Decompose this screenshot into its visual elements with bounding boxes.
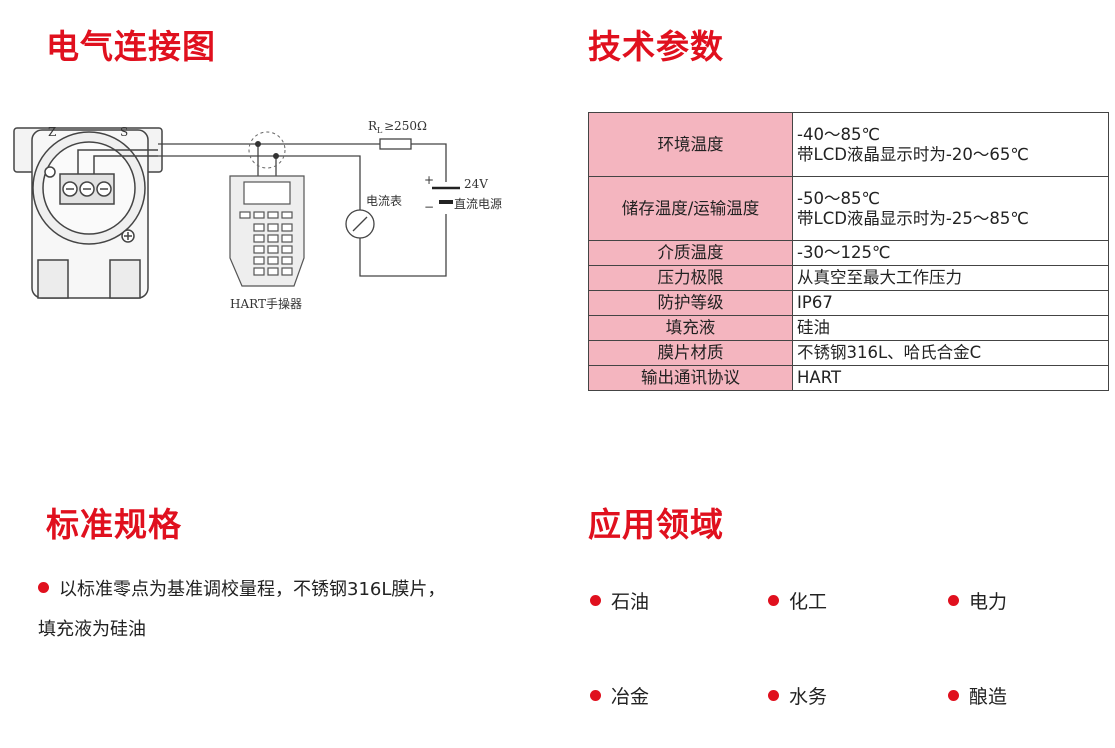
spec-value-line: -50～85℃ xyxy=(797,188,880,208)
ammeter-needle xyxy=(352,216,368,232)
application-item: 化工 xyxy=(768,590,827,614)
spec-key: 输出通讯协议 xyxy=(588,365,793,391)
spec-key: 环境温度 xyxy=(588,112,793,177)
table-row: 膜片材质 不锈钢316L、哈氏合金C xyxy=(588,340,1109,366)
application-label: 酿造 xyxy=(969,686,1008,708)
standard-text-line1: 以标准零点为基准调校量程，不锈钢316L膜片， xyxy=(59,579,446,600)
table-row: 输出通讯协议 HART xyxy=(588,365,1109,391)
bullet-dot xyxy=(590,595,601,606)
wiring-diagram: Z S R L ≥250Ω 电流表 + − 24V 直流电源 H xyxy=(13,119,502,311)
spec-value: 硅油 xyxy=(792,315,1109,341)
spec-value-line: -40～85℃ xyxy=(797,124,880,144)
application-label: 电力 xyxy=(969,591,1008,613)
resistor-label-value: ≥250Ω xyxy=(384,119,427,133)
terminal-s-label: S xyxy=(120,125,128,139)
spec-value: HART xyxy=(792,365,1109,391)
standard-title: 标准规格 xyxy=(46,505,182,544)
standard-description: 以标准零点为基准调校量程，不锈钢316L膜片， 填充液为硅油 xyxy=(38,570,528,650)
applications-title: 应用领域 xyxy=(588,505,724,544)
table-row: 压力极限 从真空至最大工作压力 xyxy=(588,265,1109,291)
battery-minus: − xyxy=(424,200,434,214)
ammeter-label: 电流表 xyxy=(366,194,402,208)
application-label: 化工 xyxy=(789,591,828,613)
spec-key: 防护等级 xyxy=(588,290,793,316)
spec-key: 储存温度/运输温度 xyxy=(588,176,793,241)
hart-handheld-icon xyxy=(229,175,305,287)
spec-key: 压力极限 xyxy=(588,265,793,291)
application-label: 冶金 xyxy=(611,686,650,708)
resistor-symbol xyxy=(379,138,412,150)
spec-value: 从真空至最大工作压力 xyxy=(792,265,1109,291)
handheld-label: HART手操器 xyxy=(230,296,302,311)
application-item: 酿造 xyxy=(948,685,1007,709)
junction-dot xyxy=(273,153,279,159)
bullet-dot xyxy=(948,595,959,606)
spec-value-line: 带LCD液晶显示时为-20～65℃ xyxy=(797,144,1029,164)
bullet-dot xyxy=(768,690,779,701)
application-item: 电力 xyxy=(948,590,1007,614)
wiring-title: 电气连接图 xyxy=(46,27,216,66)
spec-key: 介质温度 xyxy=(588,240,793,266)
application-label: 水务 xyxy=(789,686,828,708)
spec-value-line: 带LCD液晶显示时为-25～85℃ xyxy=(797,208,1029,228)
table-row: 介质温度 -30～125℃ xyxy=(588,240,1109,266)
connection-highlight xyxy=(248,131,286,169)
specs-title: 技术参数 xyxy=(588,27,724,66)
bullet-dot xyxy=(948,690,959,701)
bullet-dot xyxy=(590,690,601,701)
bullet-dot xyxy=(768,595,779,606)
transmitter-housing xyxy=(13,127,163,299)
table-row: 防护等级 IP67 xyxy=(588,290,1109,316)
terminal-z-label: Z xyxy=(48,125,56,139)
junction-dot xyxy=(255,141,261,147)
table-row: 填充液 硅油 xyxy=(588,315,1109,341)
resistor-label-r: R xyxy=(368,119,378,133)
spec-key: 膜片材质 xyxy=(588,340,793,366)
spec-key: 填充液 xyxy=(588,315,793,341)
resistor-label-sub: L xyxy=(377,126,383,135)
spec-value: -30～125℃ xyxy=(792,240,1109,266)
supply-label: 直流电源 xyxy=(454,197,502,211)
application-item: 冶金 xyxy=(590,685,649,709)
supply-voltage: 24V xyxy=(464,177,488,191)
standard-text-line2: 填充液为硅油 xyxy=(38,619,146,640)
battery-plus: + xyxy=(424,173,434,187)
application-item: 水务 xyxy=(768,685,827,709)
application-label: 石油 xyxy=(611,591,650,613)
application-item: 石油 xyxy=(590,590,649,614)
bullet-dot xyxy=(38,582,49,593)
spec-value: IP67 xyxy=(792,290,1109,316)
spec-value: 不锈钢316L、哈氏合金C xyxy=(792,340,1109,366)
